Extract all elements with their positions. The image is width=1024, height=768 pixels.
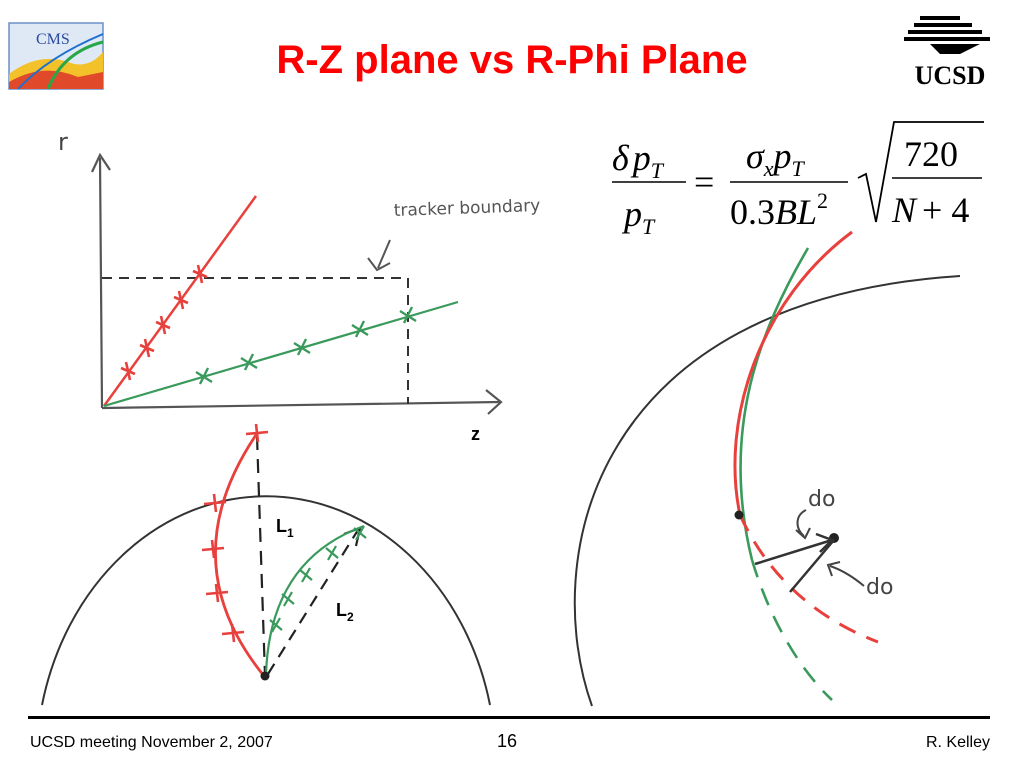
rphi-right-boundary-arc	[573, 275, 961, 707]
svg-text:N+ 4: N+ 4	[891, 190, 969, 230]
formula-p: p	[630, 138, 651, 178]
rphi-left-red-track	[214, 431, 266, 677]
formula-T: T	[651, 158, 665, 183]
rz-plot: r z tracker boundary	[58, 128, 541, 444]
ucsd-logo: UCSD	[904, 16, 990, 90]
formula-N: N	[891, 190, 918, 230]
rphi-left-vertex	[260, 671, 270, 681]
sqrt-sign	[857, 121, 984, 223]
rphi-left-plot: L1 L2	[41, 423, 491, 706]
formula-p-denom: p	[621, 194, 642, 234]
rphi-right-green-track	[739, 247, 810, 561]
label-l2: L	[336, 600, 347, 620]
svg-text:σxpT: σxpT	[746, 136, 806, 181]
rz-red-hits	[120, 264, 208, 381]
l1-chord	[255, 435, 267, 677]
footer-rule	[28, 716, 990, 719]
label-do-top: do	[808, 487, 835, 512]
rz-axis-r-label: r	[58, 128, 68, 156]
rphi-right-red-extrapolation	[738, 514, 879, 644]
label-do-bottom: do	[866, 575, 893, 600]
rphi-right-green-extrapolation	[750, 559, 833, 701]
d0-line-red-arrow	[815, 532, 835, 553]
rz-z-axis-arrow	[485, 389, 503, 415]
formula-03: 0.3	[730, 192, 775, 232]
rphi-left-green-hits	[269, 525, 367, 633]
svg-text:δpT: δpT	[612, 138, 665, 183]
cms-logo: CMS	[8, 22, 104, 90]
footer-author: R. Kelley	[925, 734, 990, 751]
rz-axis-z-label: z	[471, 424, 480, 444]
formula-equals: =	[694, 162, 714, 202]
formula-T-2: T	[792, 156, 806, 181]
formula-plus4: + 4	[922, 190, 969, 230]
d0-line-red	[754, 538, 833, 566]
rz-z-axis	[101, 400, 501, 410]
tracker-boundary-annotation: tracker boundary	[393, 196, 540, 221]
rphi-left-boundary-circle	[41, 495, 491, 706]
label-l1-sub: 1	[287, 526, 294, 540]
l2-chord	[267, 529, 359, 675]
rphi-right-plot: do do	[573, 230, 961, 707]
footer-meeting: UCSD meeting November 2, 2007	[30, 734, 273, 751]
formula-x: x	[763, 156, 774, 181]
svg-text:pT: pT	[621, 194, 656, 239]
formula-delta: δ	[612, 138, 630, 178]
rz-green-track	[103, 300, 459, 408]
tracker-annotation-arrow	[367, 239, 391, 272]
slide-title: R-Z plane vs R-Phi Plane	[276, 38, 748, 82]
rphi-right-red-track	[733, 230, 853, 516]
footer-page-number: 16	[497, 731, 518, 751]
tracker-boundary	[102, 277, 409, 404]
rphi-left-green-track	[264, 524, 365, 675]
svg-text:L2: L2	[336, 600, 354, 624]
rz-green-hits	[195, 306, 417, 385]
svg-text:0.3BL2: 0.3BL2	[730, 188, 828, 232]
rphi-left-red-hits	[201, 423, 269, 643]
do-top-arrow	[795, 509, 811, 540]
formula-p-2: p	[771, 136, 792, 176]
formula-exp-2: 2	[817, 188, 828, 213]
label-l2-sub: 2	[347, 610, 354, 624]
formula-sigma: σ	[746, 136, 765, 176]
ucsd-logo-text: UCSD	[915, 61, 986, 90]
svg-text:L1: L1	[276, 516, 294, 540]
label-l1: L	[276, 516, 287, 536]
formula-720: 720	[904, 134, 958, 174]
formula-T-denom: T	[642, 214, 656, 239]
rz-r-axis	[98, 157, 104, 409]
cms-logo-text: CMS	[36, 31, 70, 48]
rz-r-axis-arrow	[91, 152, 111, 173]
formula-BL: BL	[775, 192, 817, 232]
red-track-endpoint	[734, 510, 744, 520]
d0-line-green	[789, 539, 835, 593]
do-bottom-arrow	[826, 561, 865, 587]
